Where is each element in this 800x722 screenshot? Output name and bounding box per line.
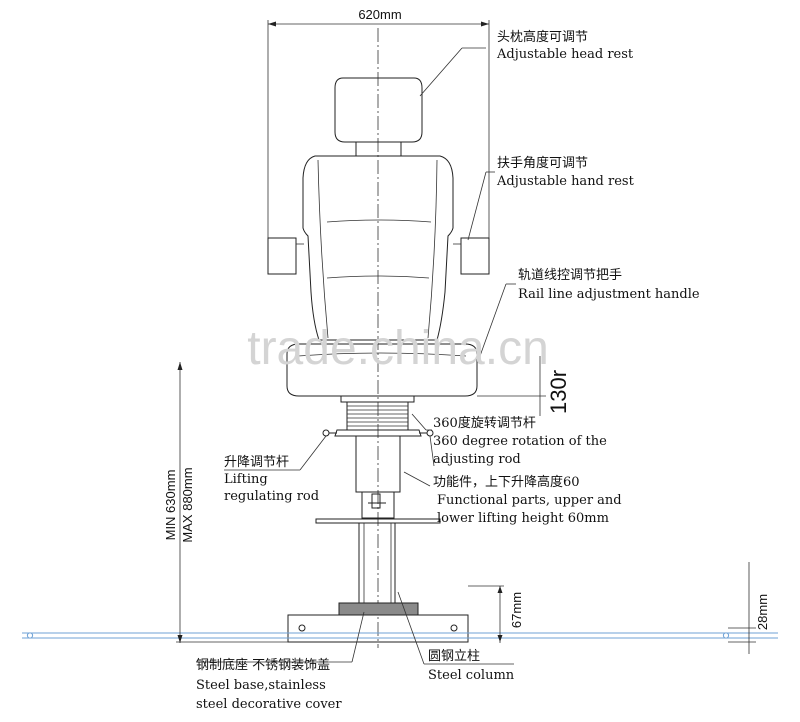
leader-lines [196, 47, 516, 665]
seat-height-text: 130r [546, 370, 571, 414]
seat-height-dimension: 130r [477, 356, 571, 416]
width-dimension: 620mm [267, 7, 490, 255]
armrests [267, 237, 490, 275]
seat-cushion [286, 343, 478, 397]
rotation-label-en-2: adjusting rod [433, 452, 521, 467]
rail-height-text: 28mm [755, 594, 770, 630]
rail-height-dimension: 28mm [728, 562, 770, 654]
watermark: trade.china.cn [247, 322, 549, 375]
hand-rest-label-cn: 扶手角度可调节 [497, 155, 588, 171]
head-rest-label-cn: 头枕高度可调节 [497, 29, 588, 45]
rotation-mechanism [322, 395, 434, 437]
rotation-label-en-1: 360 degree rotation of the [433, 434, 607, 449]
backrest [302, 155, 454, 341]
base-height-dimension: 67mm [468, 585, 524, 643]
column-label-en: Steel column [428, 668, 515, 683]
max-height-text: MAX 880mm [180, 467, 195, 542]
annotations: 头枕高度可调节 Adjustable head rest 扶手角度可调节 Adj… [196, 29, 700, 712]
min-height-text: MIN 630mm [163, 470, 178, 541]
column-label-cn: 圆钢立柱 [428, 649, 480, 664]
hand-rest-label-en: Adjustable hand rest [496, 174, 635, 189]
functional-label-en-1: Functional parts, upper and [437, 493, 622, 508]
rail-handle-label-en: Rail line adjustment handle [518, 287, 700, 302]
lifting-label-en-2: regulating rod [224, 489, 319, 504]
base-label-cn: 钢制底座 不锈钢装饰盖 [196, 657, 330, 673]
steel-base [287, 602, 469, 643]
headrest [334, 77, 423, 156]
lifting-label-en-1: Lifting [224, 472, 268, 487]
width-dimension-text: 620mm [358, 7, 401, 22]
lifting-label-cn: 升降调节杆 [224, 455, 289, 470]
decorative-cover [338, 602, 419, 616]
floor-rail [22, 632, 778, 639]
base-label-en-1: Steel base,stainless [196, 678, 326, 693]
rail-handle-label-cn: 轨道线控调节把手 [518, 268, 622, 283]
functional-label-en-2: lower lifting height 60mm [437, 511, 609, 526]
height-dimension: MIN 630mm MAX 880mm [163, 362, 288, 643]
functional-label-cn: 功能件，上下升降高度60 [433, 474, 580, 490]
lifting-column [315, 435, 441, 604]
head-rest-label-en: Adjustable head rest [496, 47, 634, 62]
base-height-text: 67mm [509, 592, 524, 628]
base-label-en-2: steel decorative cover [196, 697, 342, 712]
rotation-label-cn: 360度旋转调节杆 [433, 415, 536, 431]
